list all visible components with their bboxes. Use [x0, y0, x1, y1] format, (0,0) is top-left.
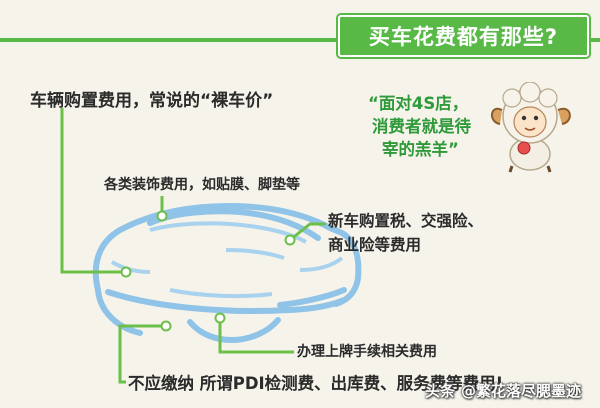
- connector-lines: [60, 108, 326, 384]
- tax-insurance-label-line1: 新车购置税、交强险、: [328, 212, 484, 230]
- tax-insurance-label-line2: 商业险等费用: [328, 236, 422, 254]
- watermark-source: 头条: [425, 382, 456, 400]
- quote-line-1: “面对4S店，: [368, 94, 469, 113]
- plate-registration-label: 办理上牌手续相关费用: [297, 344, 437, 360]
- sheep-body: [491, 82, 571, 173]
- quote-line-2: 消费者就是待: [372, 117, 471, 136]
- decoration-cost-label: 各类装饰费用，如贴膜、脚垫等: [104, 177, 300, 193]
- car-outline: [92, 203, 362, 343]
- title-banner: 买车花费都有那些?: [338, 15, 589, 57]
- top-divider: [0, 38, 600, 42]
- watermark-author: @繁花落尽腮墨迹: [461, 382, 582, 400]
- sheep-mascot-illustration: [491, 82, 571, 173]
- not-payable-fees-label: 不应缴纳 所谓PDI检测费、出库费、服务费等费用!: [128, 374, 504, 393]
- connector-dots: [120, 210, 296, 332]
- purchase-cost-label: 车辆购置费用，常说的“裸车价”: [30, 91, 274, 111]
- quote-line-3: 宰的羔羊”: [382, 140, 459, 159]
